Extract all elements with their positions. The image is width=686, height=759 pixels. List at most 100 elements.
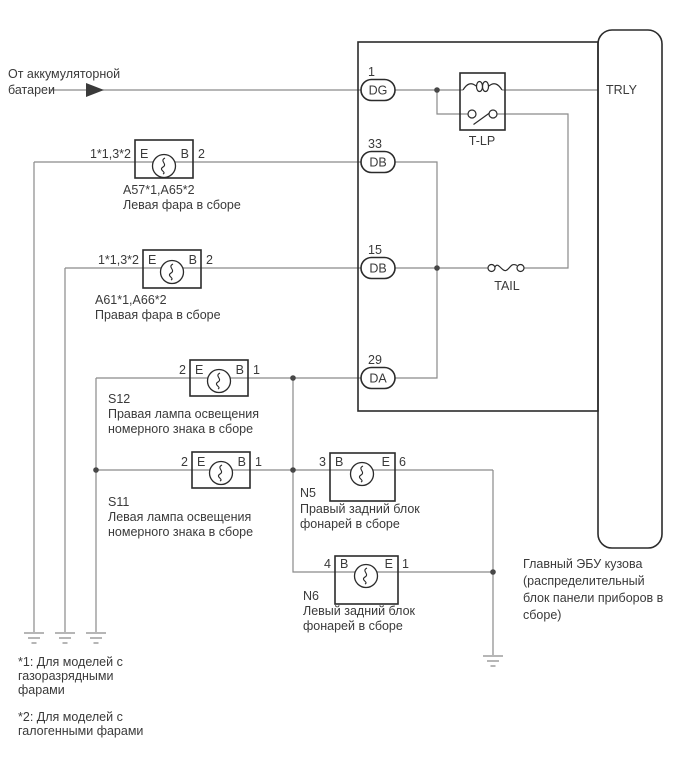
license-lamp-left-assembly: 2 E B 1 S11 Левая лампа освещения номерн… — [108, 451, 262, 539]
lamp-box — [334, 555, 399, 605]
footnote-line: фарами — [18, 683, 65, 697]
headlamp-right-assembly: 1*1,3*2 E B 2 A61*1,A66*2 Правая фара в … — [95, 249, 221, 322]
junction-block-box — [357, 41, 599, 412]
fuse-terminal — [487, 263, 496, 273]
footnote-line: *1: Для моделей с — [18, 655, 123, 669]
rear-lamp-right-assembly: 3 B E 6 N5 Правый задний блок фонарей в … — [300, 452, 420, 531]
bulb-icon — [206, 368, 232, 394]
junction-dot — [490, 569, 496, 575]
relay-coil-icon — [462, 80, 503, 93]
relay-box — [459, 72, 506, 131]
rear-lamp-left-assembly: 4 B E 1 N6 Левый задний блок фонарей в с… — [303, 555, 416, 633]
terminal-left: B — [335, 455, 343, 469]
connector-pin-number: 29 — [368, 353, 382, 367]
ecu-caption-line: сборе) — [523, 608, 561, 622]
bulb-icon — [349, 461, 375, 487]
ground-icon — [483, 655, 503, 667]
tail-fuse: TAIL — [487, 263, 525, 293]
lamp-box — [189, 359, 249, 397]
terminal-right: E — [385, 557, 393, 571]
component-name-2: фонарей в сборе — [300, 517, 400, 531]
terminal-right: B — [236, 363, 244, 377]
ecu-pin-label: TRLY — [606, 83, 638, 97]
connector-oval — [360, 78, 396, 102]
footnote-1: *1: Для моделей с газоразрядными фарами — [18, 655, 123, 697]
ecu-caption-line: (распределительный — [523, 574, 645, 588]
component-code: A61*1,A66*2 — [95, 293, 167, 307]
component-name-2: номерного знака в сборе — [108, 422, 253, 436]
component-name: Правый задний блок — [300, 502, 420, 516]
ecu-caption-line: Главный ЭБУ кузова — [523, 557, 643, 571]
component-name: Правая фара в сборе — [95, 308, 221, 322]
junction-dot — [434, 265, 440, 271]
pin-number-right: 2 — [206, 253, 213, 267]
pin-number-right: 1 — [402, 557, 409, 571]
bulb-icon — [151, 153, 177, 179]
junction-dots — [93, 87, 496, 575]
pin-number-right: 1 — [253, 363, 260, 377]
pin-number-left: 3 — [319, 455, 326, 469]
component-name-2: фонарей в сборе — [303, 619, 403, 633]
connector-oval — [360, 256, 396, 280]
headlamp-left-assembly: 1*1,3*2 E B 2 A57*1,A65*2 Левая фара в с… — [90, 139, 241, 212]
battery-source-label: От аккумуляторной — [8, 67, 120, 81]
junction-dot — [290, 375, 296, 381]
junction-dot — [290, 467, 296, 473]
wires — [33, 89, 598, 655]
footnote-line: галогенными фарами — [18, 724, 143, 738]
connector-code: DG — [369, 84, 388, 98]
component-code: N5 — [300, 486, 316, 500]
bulb-icon — [208, 460, 234, 486]
component-name-2: номерного знака в сборе — [108, 525, 253, 539]
ground-icon — [55, 632, 75, 644]
pin-number-left: 2 — [181, 455, 188, 469]
footnote-line: *2: Для моделей с — [18, 710, 123, 724]
fuse-icon — [494, 263, 518, 272]
connector-oval — [360, 150, 396, 174]
connector-oval — [360, 366, 396, 390]
pin-number-right: 2 — [198, 147, 205, 161]
wire-switch-to-fuse — [497, 113, 569, 269]
terminal-left: B — [340, 557, 348, 571]
component-code: N6 — [303, 589, 319, 603]
component-name: Левая лампа освещения — [108, 510, 251, 524]
footnote-2: *2: Для моделей с галогенными фарами — [18, 710, 143, 738]
license-lamp-right-assembly: 2 E B 1 S12 Правая лампа освещения номер… — [108, 359, 260, 436]
wire-internal-bus — [395, 161, 438, 379]
fuse-terminal — [516, 263, 525, 273]
pin-number-left: 1*1,3*2 — [98, 253, 139, 267]
component-code: S12 — [108, 392, 130, 406]
pin-number-left: 1*1,3*2 — [90, 147, 131, 161]
wire-chain-to-n6 — [292, 378, 493, 573]
pin-number-left: 4 — [324, 557, 331, 571]
wire-to-switch — [436, 90, 468, 115]
component-code: A57*1,A65*2 — [123, 183, 195, 197]
bulb-icon — [159, 259, 185, 285]
connector-da-29: 29 DA — [360, 353, 396, 390]
component-name: Правая лампа освещения — [108, 407, 259, 421]
terminal-right: E — [382, 455, 390, 469]
pin-number-left: 2 — [179, 363, 186, 377]
footnote-line: газоразрядными — [18, 669, 113, 683]
lamp-box — [329, 452, 396, 502]
relay-switch-icon — [467, 109, 498, 125]
terminal-left: E — [148, 253, 156, 267]
terminal-right: B — [238, 455, 246, 469]
terminal-right: B — [181, 147, 189, 161]
connector-pin-number: 1 — [368, 65, 375, 79]
bulb-icon — [353, 563, 379, 589]
terminal-left: E — [140, 147, 148, 161]
connector-code: DA — [369, 372, 387, 386]
pin-number-right: 1 — [255, 455, 262, 469]
battery-source-label-2: батареи — [8, 83, 55, 97]
component-name: Левый задний блок — [303, 604, 416, 618]
lamp-box — [142, 249, 202, 289]
terminal-left: E — [197, 455, 205, 469]
lamp-box — [191, 451, 251, 489]
ecu-caption-line: блок панели приборов в — [523, 591, 664, 605]
connector-pin-number: 15 — [368, 243, 382, 257]
terminal-right: B — [189, 253, 197, 267]
component-name: Левая фара в сборе — [123, 198, 241, 212]
